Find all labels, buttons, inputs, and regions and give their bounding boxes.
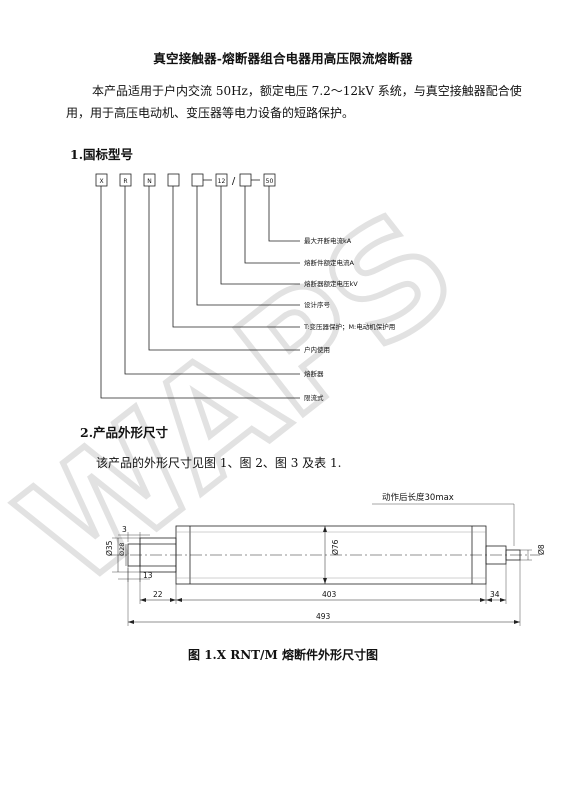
dim-13: 13 xyxy=(143,571,153,580)
model-separator: / xyxy=(232,176,236,187)
action-length-note: 动作后长度30max xyxy=(382,492,454,503)
model-box-current xyxy=(239,173,252,187)
model-code-diagram: X R N 12 50 / 最大开断电流kA 熔断件额定电流A 熔断器额定电压k… xyxy=(95,173,395,402)
dim-493: 493 xyxy=(316,612,331,621)
dim-d35: Ø35 xyxy=(105,540,114,556)
model-box-voltage xyxy=(215,173,228,187)
dim-22: 22 xyxy=(153,590,163,599)
section-heading-dimensions: 2.产品外形尺寸 xyxy=(80,425,169,440)
model-box-label: N xyxy=(147,178,152,185)
model-box-r xyxy=(119,173,132,187)
intro-paragraph: 本产品适用于户内交流 50Hz，额定电压 7.2～12kV 系统，与真空接触器配… xyxy=(66,84,522,120)
model-box-label: X xyxy=(99,178,103,185)
model-label-rated-voltage: 熔断器额定电压kV xyxy=(304,279,358,288)
dim-34: 34 xyxy=(490,590,500,599)
document-title: 真空接触器-熔断器组合电器用高压限流熔断器 xyxy=(153,51,413,66)
model-box-series xyxy=(191,173,204,187)
model-box-label: 12 xyxy=(218,178,226,185)
model-box-label: R xyxy=(123,178,127,185)
model-box-breaking xyxy=(263,173,276,187)
model-label-protection-type: T:变压器保护；M:电动机保护用 xyxy=(303,322,395,331)
dim-3: 3 xyxy=(122,525,127,534)
dim-d28: Ø28 xyxy=(118,543,126,556)
fuse-outline-drawing: 动作后长度30max Ø35 Ø28 Ø76 Ø8 3 13 22 403 34… xyxy=(105,492,546,626)
model-label-current-limiting: 限流式 xyxy=(304,393,324,402)
dim-d8: Ø8 xyxy=(537,544,546,555)
dimensions-paragraph: 该产品的外形尺寸见图 1、图 2、图 3 及表 1. xyxy=(96,456,342,470)
model-label-design-number: 设计序号 xyxy=(304,300,331,309)
model-label-breaking-current: 最大开断电流kA xyxy=(304,236,352,245)
model-label-fuse: 熔断器 xyxy=(304,369,324,378)
model-box-type xyxy=(167,173,180,187)
model-box-x xyxy=(95,173,108,187)
model-label-indoor: 户内使用 xyxy=(304,345,330,354)
dim-d76: Ø76 xyxy=(331,539,340,555)
model-box-label: 50 xyxy=(266,178,274,185)
model-label-rated-current: 熔断件额定电流A xyxy=(304,258,355,267)
model-box-n xyxy=(143,173,156,187)
dim-403: 403 xyxy=(322,590,337,599)
figure-caption: 图 1.X RNT/M 熔断件外形尺寸图 xyxy=(188,648,378,662)
section-heading-model: 1.国标型号 xyxy=(70,147,134,162)
